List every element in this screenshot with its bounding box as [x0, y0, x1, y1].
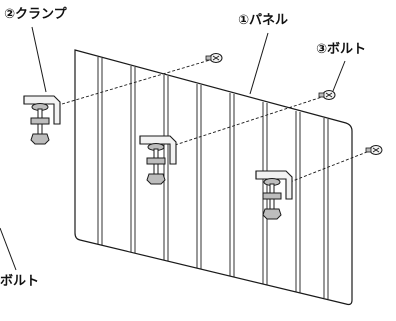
clamp-2 — [139, 135, 177, 185]
panel-label: ①パネル — [238, 13, 289, 28]
leader-bolt-lower — [0, 227, 17, 271]
leader-lines — [0, 26, 346, 271]
leader-clamp — [31, 26, 47, 93]
bolt-1 — [205, 53, 223, 63]
alignment-lines — [61, 59, 373, 183]
panel — [74, 49, 353, 306]
clamp-label: ②クランプ — [4, 7, 67, 22]
clamp-3 — [255, 170, 293, 220]
bolt-2 — [318, 90, 336, 100]
leader-panel — [249, 32, 269, 95]
bolt-label: ③ボルト — [316, 42, 367, 57]
leader-bolt — [332, 60, 346, 92]
panel-grooves — [97, 57, 329, 299]
bolt-3 — [365, 145, 383, 155]
bolt-label-partial: ボルト — [0, 274, 40, 289]
clamp-1 — [23, 95, 61, 145]
